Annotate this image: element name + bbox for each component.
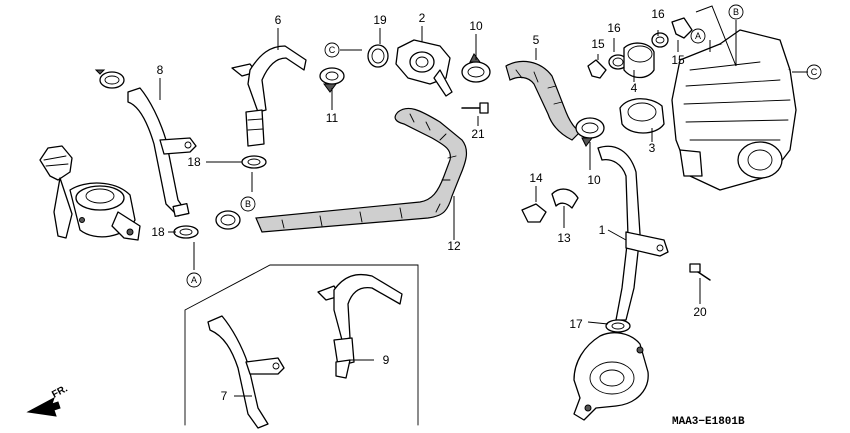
leader-lines xyxy=(159,5,808,397)
part-5-hose xyxy=(505,60,581,141)
callout-3: 3 xyxy=(649,141,656,155)
callout-2: 2 xyxy=(419,11,426,25)
ref-b-left: B xyxy=(245,199,251,209)
callout-1: 1 xyxy=(599,223,606,237)
callout-14: 14 xyxy=(529,171,543,185)
part-21-bolt xyxy=(461,102,489,114)
water-pump-left xyxy=(39,145,141,241)
callout-16-right: 16 xyxy=(651,7,665,21)
callout-20: 20 xyxy=(693,305,707,319)
ref-c-right-circle xyxy=(806,64,822,80)
part-4-joint xyxy=(623,42,655,79)
ref-a-top-circle xyxy=(690,28,706,44)
part-11-clamp xyxy=(319,67,345,93)
ref-c-left-circle xyxy=(324,42,340,58)
part-2-housing xyxy=(395,39,453,97)
part-8-pipe xyxy=(127,87,197,217)
water-pump-bottom xyxy=(573,332,649,421)
part-9-pipe xyxy=(317,273,403,379)
callout-10-lower: 10 xyxy=(587,173,601,187)
part-3-joint xyxy=(619,98,665,134)
front-arrow: FR. xyxy=(26,383,70,417)
drawing-code: MAA3−E1801B xyxy=(672,416,745,428)
callout-5: 5 xyxy=(533,33,540,47)
ref-c-left: C xyxy=(329,45,336,55)
callout-16-left: 16 xyxy=(607,21,621,35)
part-12-hose xyxy=(255,107,468,233)
part-7-pipe xyxy=(207,315,285,429)
part-6-pipe xyxy=(231,45,307,147)
ref-c-right: C xyxy=(811,67,818,77)
part-16-oring-right xyxy=(651,32,669,48)
callout-10-top: 10 xyxy=(469,19,483,33)
front-arrow-icon xyxy=(26,396,61,417)
part-14-clip xyxy=(521,203,547,223)
front-label: FR. xyxy=(50,383,70,400)
part-20-bolt xyxy=(689,263,711,281)
clamp-top-left xyxy=(94,69,125,89)
callout-12: 12 xyxy=(447,239,461,253)
callout-numbers: 8 6 19 2 10 5 11 21 10 3 4 15 16 16 15 1… xyxy=(151,7,707,403)
clamp-bottom xyxy=(215,210,241,230)
ref-a-bottom-circle xyxy=(186,272,202,288)
part-18-upper-seal xyxy=(241,155,267,169)
ref-b-top: B xyxy=(733,7,739,17)
callout-18-lower: 18 xyxy=(151,225,165,239)
callout-8: 8 xyxy=(157,63,164,77)
part-1-pipe xyxy=(597,145,669,321)
callout-17: 17 xyxy=(569,317,583,331)
callout-6: 6 xyxy=(275,13,282,27)
ref-b-left-circle xyxy=(240,196,256,212)
inset-frame xyxy=(184,264,419,426)
part-19-oring xyxy=(367,44,389,68)
callout-18-upper: 18 xyxy=(187,155,201,169)
ref-a-top: A xyxy=(695,31,701,41)
ref-b-top-circle xyxy=(728,4,744,20)
callout-7: 7 xyxy=(221,389,228,403)
callout-15-left: 15 xyxy=(591,37,605,51)
callout-4: 4 xyxy=(631,81,638,95)
part-13-clip xyxy=(551,188,579,209)
callout-9: 9 xyxy=(383,353,390,367)
part-15-clip-right xyxy=(671,17,693,39)
part-17-seal xyxy=(605,319,631,333)
callout-19: 19 xyxy=(373,13,387,27)
callout-21: 21 xyxy=(471,127,485,141)
part-10-clamp-lower xyxy=(575,117,605,147)
part-15-clip-left xyxy=(587,59,607,79)
callout-13: 13 xyxy=(557,231,571,245)
ref-a-bottom: A xyxy=(191,275,197,285)
callout-15-right: 15 xyxy=(671,53,685,67)
reference-marks: A A B B C C xyxy=(186,4,822,288)
part-10-clamp-top xyxy=(461,53,491,83)
part-18-lower-seal xyxy=(173,225,199,239)
engine-block xyxy=(671,29,797,191)
callout-11: 11 xyxy=(326,111,339,125)
